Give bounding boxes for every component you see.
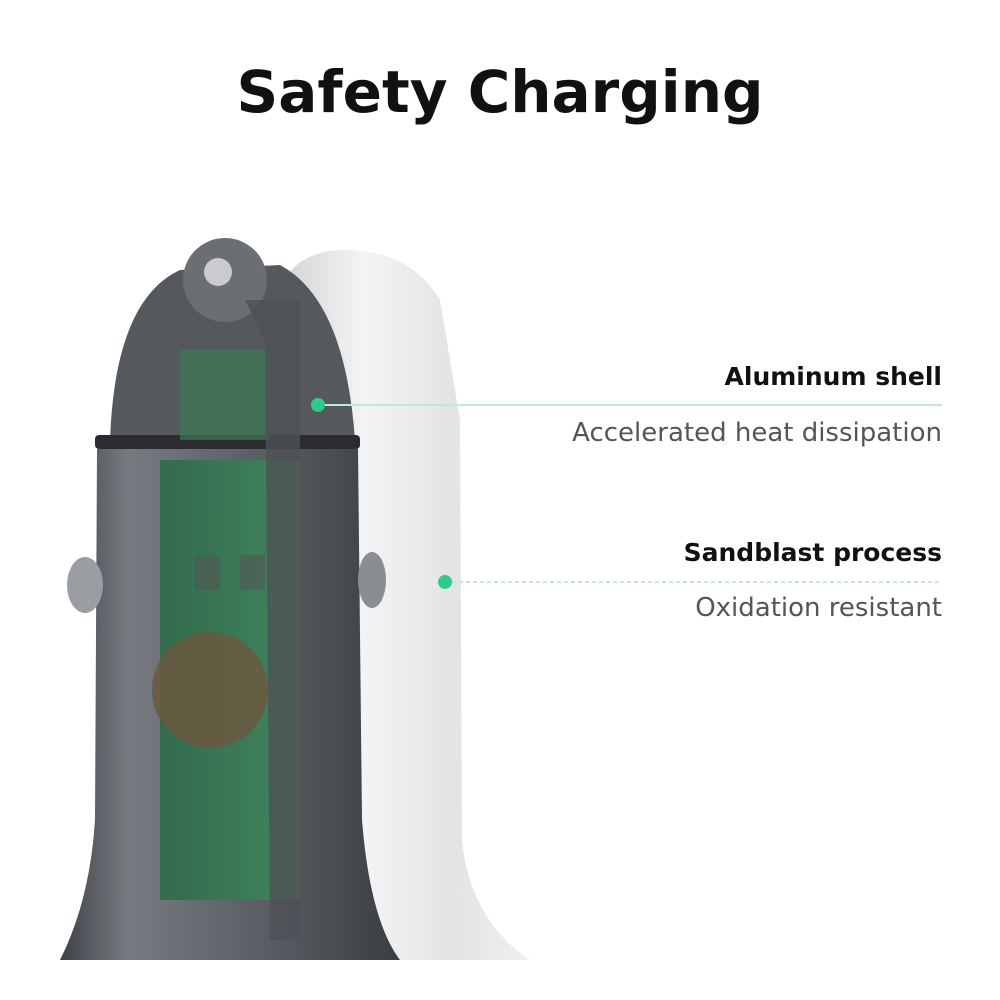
feature-desc-heat-dissipation: Accelerated heat dissipation [572, 418, 942, 448]
feature-heading-sandblast: Sandblast process [683, 538, 942, 567]
page-title: Safety Charging [236, 58, 764, 126]
feature-heading-aluminum-shell: Aluminum shell [724, 362, 942, 391]
marker-dot [438, 575, 452, 589]
leader-aluminum-shell [311, 398, 942, 412]
leader-sandblast [438, 575, 942, 589]
marker-dot [311, 398, 325, 412]
feature-desc-oxidation: Oxidation resistant [695, 593, 942, 623]
dark-charger-body [60, 238, 400, 960]
